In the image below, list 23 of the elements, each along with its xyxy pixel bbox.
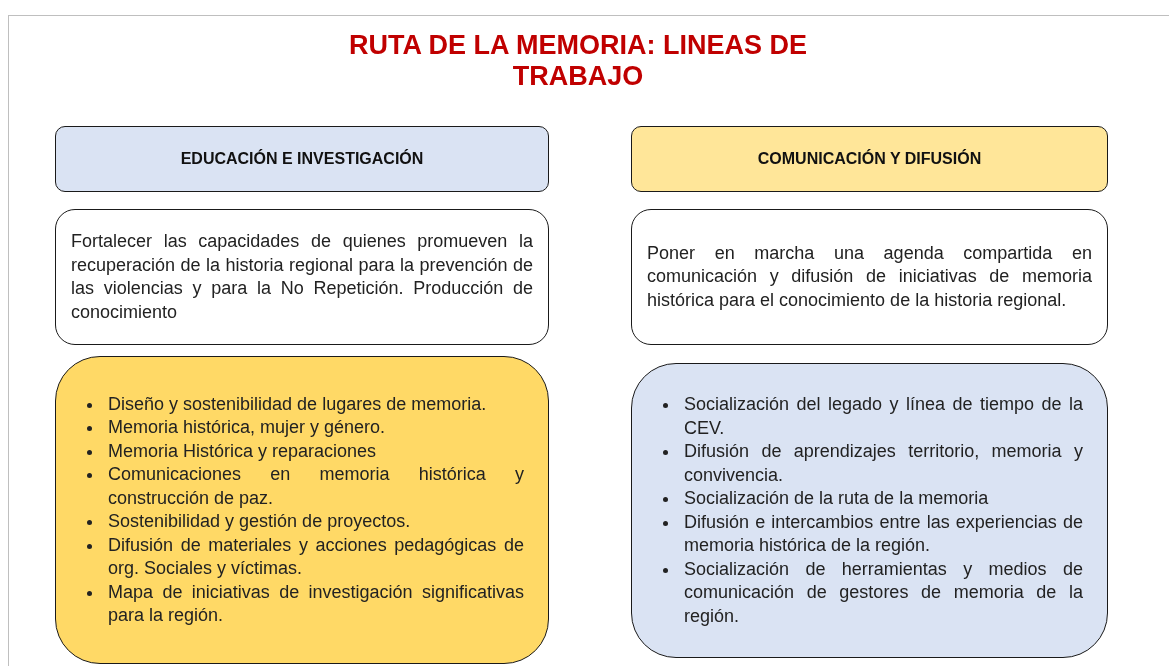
bullet-text: Socialización de herramientas y medios de comunicación de gestores de memoria de la región.: [684, 558, 1083, 626]
header-text: COMUNICACIÓN Y DIFUSIÓN: [757, 150, 982, 168]
bullet-text: Diseño y sostenibilidad de lugares de memoria.: [108, 393, 487, 414]
bullet-text: Difusión e intercambios entre las experiencias de memoria histórica de la región.: [684, 511, 1083, 555]
description-text: Poner en marcha una agenda compartida en comunicación y difusión de iniciativas de memoria histórica para el conocimiento de la historia regional.: [647, 241, 1092, 312]
bullet-list-panel: [631, 363, 1108, 658]
diagram-title: RUTA DE LA MEMORIA: LINEAS DE TRABAJO: [348, 30, 808, 92]
bullet-text: Socialización de la ruta de la memoria: [684, 488, 989, 508]
column-header: [631, 126, 1108, 192]
bullet-text: Mapa de iniciativas de investigación significativas para la región.: [108, 581, 524, 625]
column-header: [55, 126, 549, 192]
bullet-text: Sostenibilidad y gestión de proyectos.: [108, 511, 411, 531]
bullet-text: Memoria Histórica y reparaciones: [108, 440, 377, 461]
bullet-list-panel: [55, 356, 549, 664]
bullet-text: Difusión de materiales y acciones pedagógicas de org. Sociales y víctimas.: [108, 534, 524, 578]
bullet-text: Difusión de aprendizajes territorio, memoria y convivencia.: [684, 441, 1083, 485]
bullet-text: Socialización del legado y línea de tiempo de la CEV.: [684, 394, 1083, 438]
description-text: Fortalecer las capacidades de quienes promueven la recuperación de la historia regional para la prevención de las violencias y para la No Repetición. Producción de conocimiento: [71, 230, 533, 324]
description-box: [55, 209, 549, 345]
bullet-text: Comunicaciones en memoria histórica y construcción de paz.: [108, 464, 524, 508]
description-box: [631, 209, 1108, 345]
bullet-text: Memoria histórica, mujer y género.: [108, 417, 386, 437]
header-text: EDUCACIÓN E INVESTIGACIÓN: [180, 150, 424, 168]
